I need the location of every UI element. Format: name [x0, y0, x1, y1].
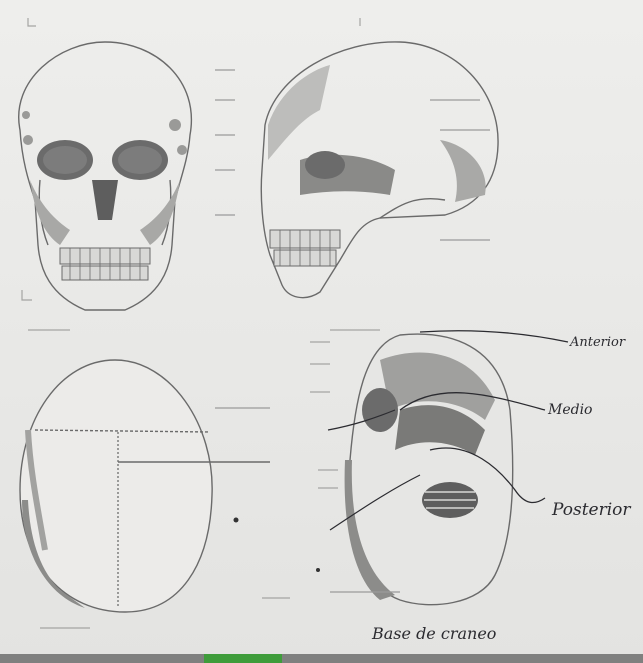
green-tab-marker [204, 654, 282, 663]
bottom-edge-band [0, 654, 643, 663]
